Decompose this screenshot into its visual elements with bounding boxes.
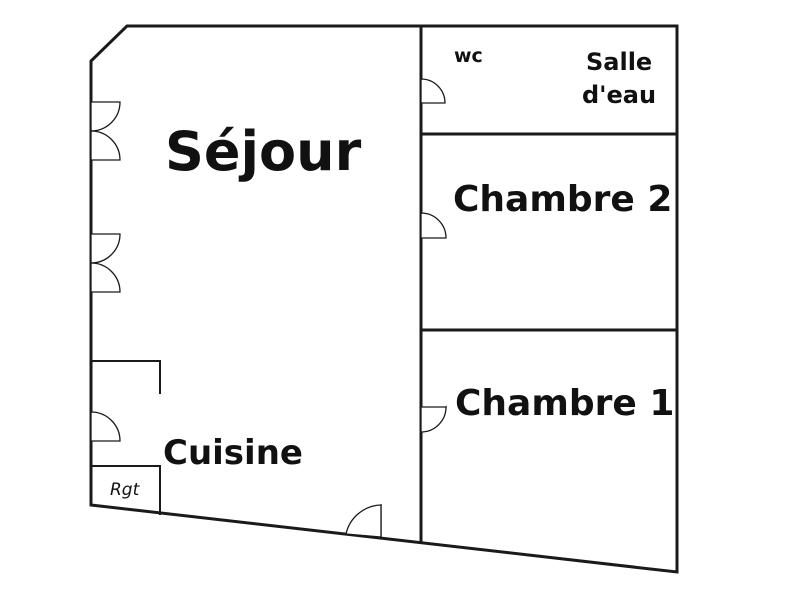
chambre2-door (420, 212, 447, 239)
room-label-salle-deau-line1: Salle (586, 48, 652, 76)
room-label-salle-deau-line2: d'eau (582, 81, 656, 109)
outer-wall (89, 24, 679, 574)
window-door-upper (90, 101, 121, 161)
room-label-sejour: Séjour (165, 120, 362, 183)
kitchen-door (90, 411, 121, 442)
room-label-chambre2: Chambre 2 (453, 179, 672, 220)
rgt-storage-wall (91, 465, 161, 515)
room-label-rgt: Rgt (110, 480, 141, 500)
room-label-cuisine: Cuisine (163, 433, 303, 473)
entrance-door (344, 503, 382, 538)
window-door-lower (90, 233, 121, 293)
kitchen-partition-wall (91, 360, 161, 394)
room-label-wc: wc (454, 45, 483, 67)
room-label-chambre1: Chambre 1 (455, 383, 674, 424)
chambre1-door (419, 405, 447, 433)
wc-door (420, 78, 446, 104)
